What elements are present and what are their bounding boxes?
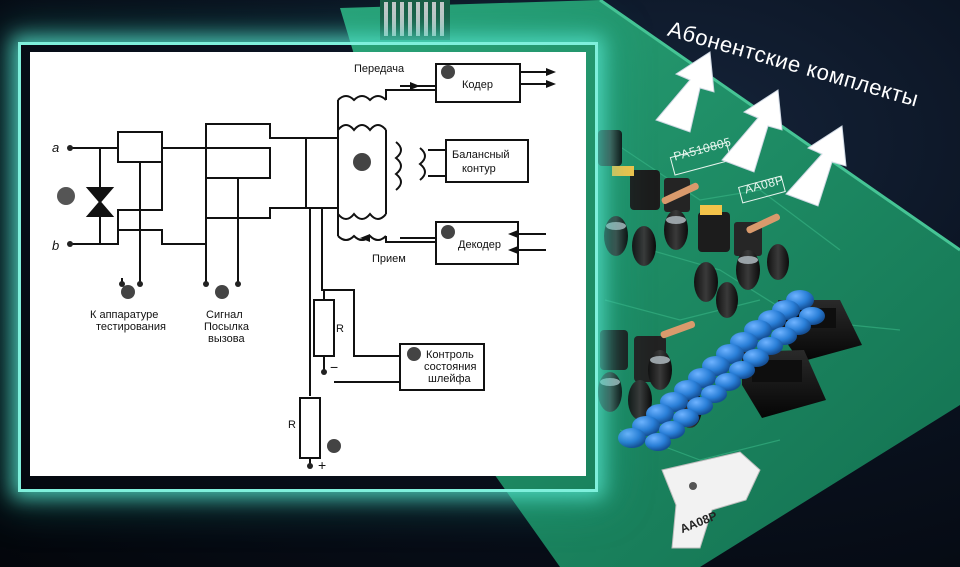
terminal-a-label: a	[52, 140, 59, 155]
minus-sign: −	[330, 359, 338, 375]
signal-label-3: вызова	[208, 333, 246, 345]
loop-control-box	[399, 343, 485, 391]
loop-label-1: Контроль	[426, 349, 474, 361]
balance-box	[445, 139, 529, 183]
signal-label-1: Сигнал	[206, 309, 243, 321]
up-arrow-2	[721, 89, 783, 173]
resistor-lower-label: R	[288, 419, 296, 431]
decoder-box	[435, 221, 519, 265]
test-label-1: К аппаратуре	[90, 309, 158, 321]
balance-label-2: контур	[462, 163, 496, 175]
board-connector-pins	[380, 0, 450, 40]
board-handle	[661, 451, 761, 549]
receive-label: Прием	[372, 253, 406, 265]
blue-components	[618, 290, 825, 451]
terminal-b-label: b	[52, 238, 59, 253]
up-arrow-1	[655, 51, 715, 133]
schematic-markers	[57, 65, 455, 469]
test-label-2: тестирования	[96, 321, 166, 333]
decoder-label: Декодер	[458, 239, 501, 251]
signal-label-2: Посылка	[204, 321, 250, 333]
loop-label-3: шлейфа	[428, 373, 472, 385]
balance-label-1: Балансный	[452, 149, 510, 161]
plus-sign: +	[318, 457, 326, 473]
loop-label-2: состояния	[424, 361, 476, 373]
schematic-wires	[70, 63, 546, 466]
coder-label: Кодер	[462, 79, 493, 91]
schematic-arrows	[360, 68, 556, 254]
resistor-upper-label: R	[336, 323, 344, 335]
transmit-label: Передача	[354, 63, 405, 75]
up-arrow-3	[785, 125, 847, 207]
components-upper	[598, 130, 789, 318]
components-lower	[598, 320, 702, 428]
